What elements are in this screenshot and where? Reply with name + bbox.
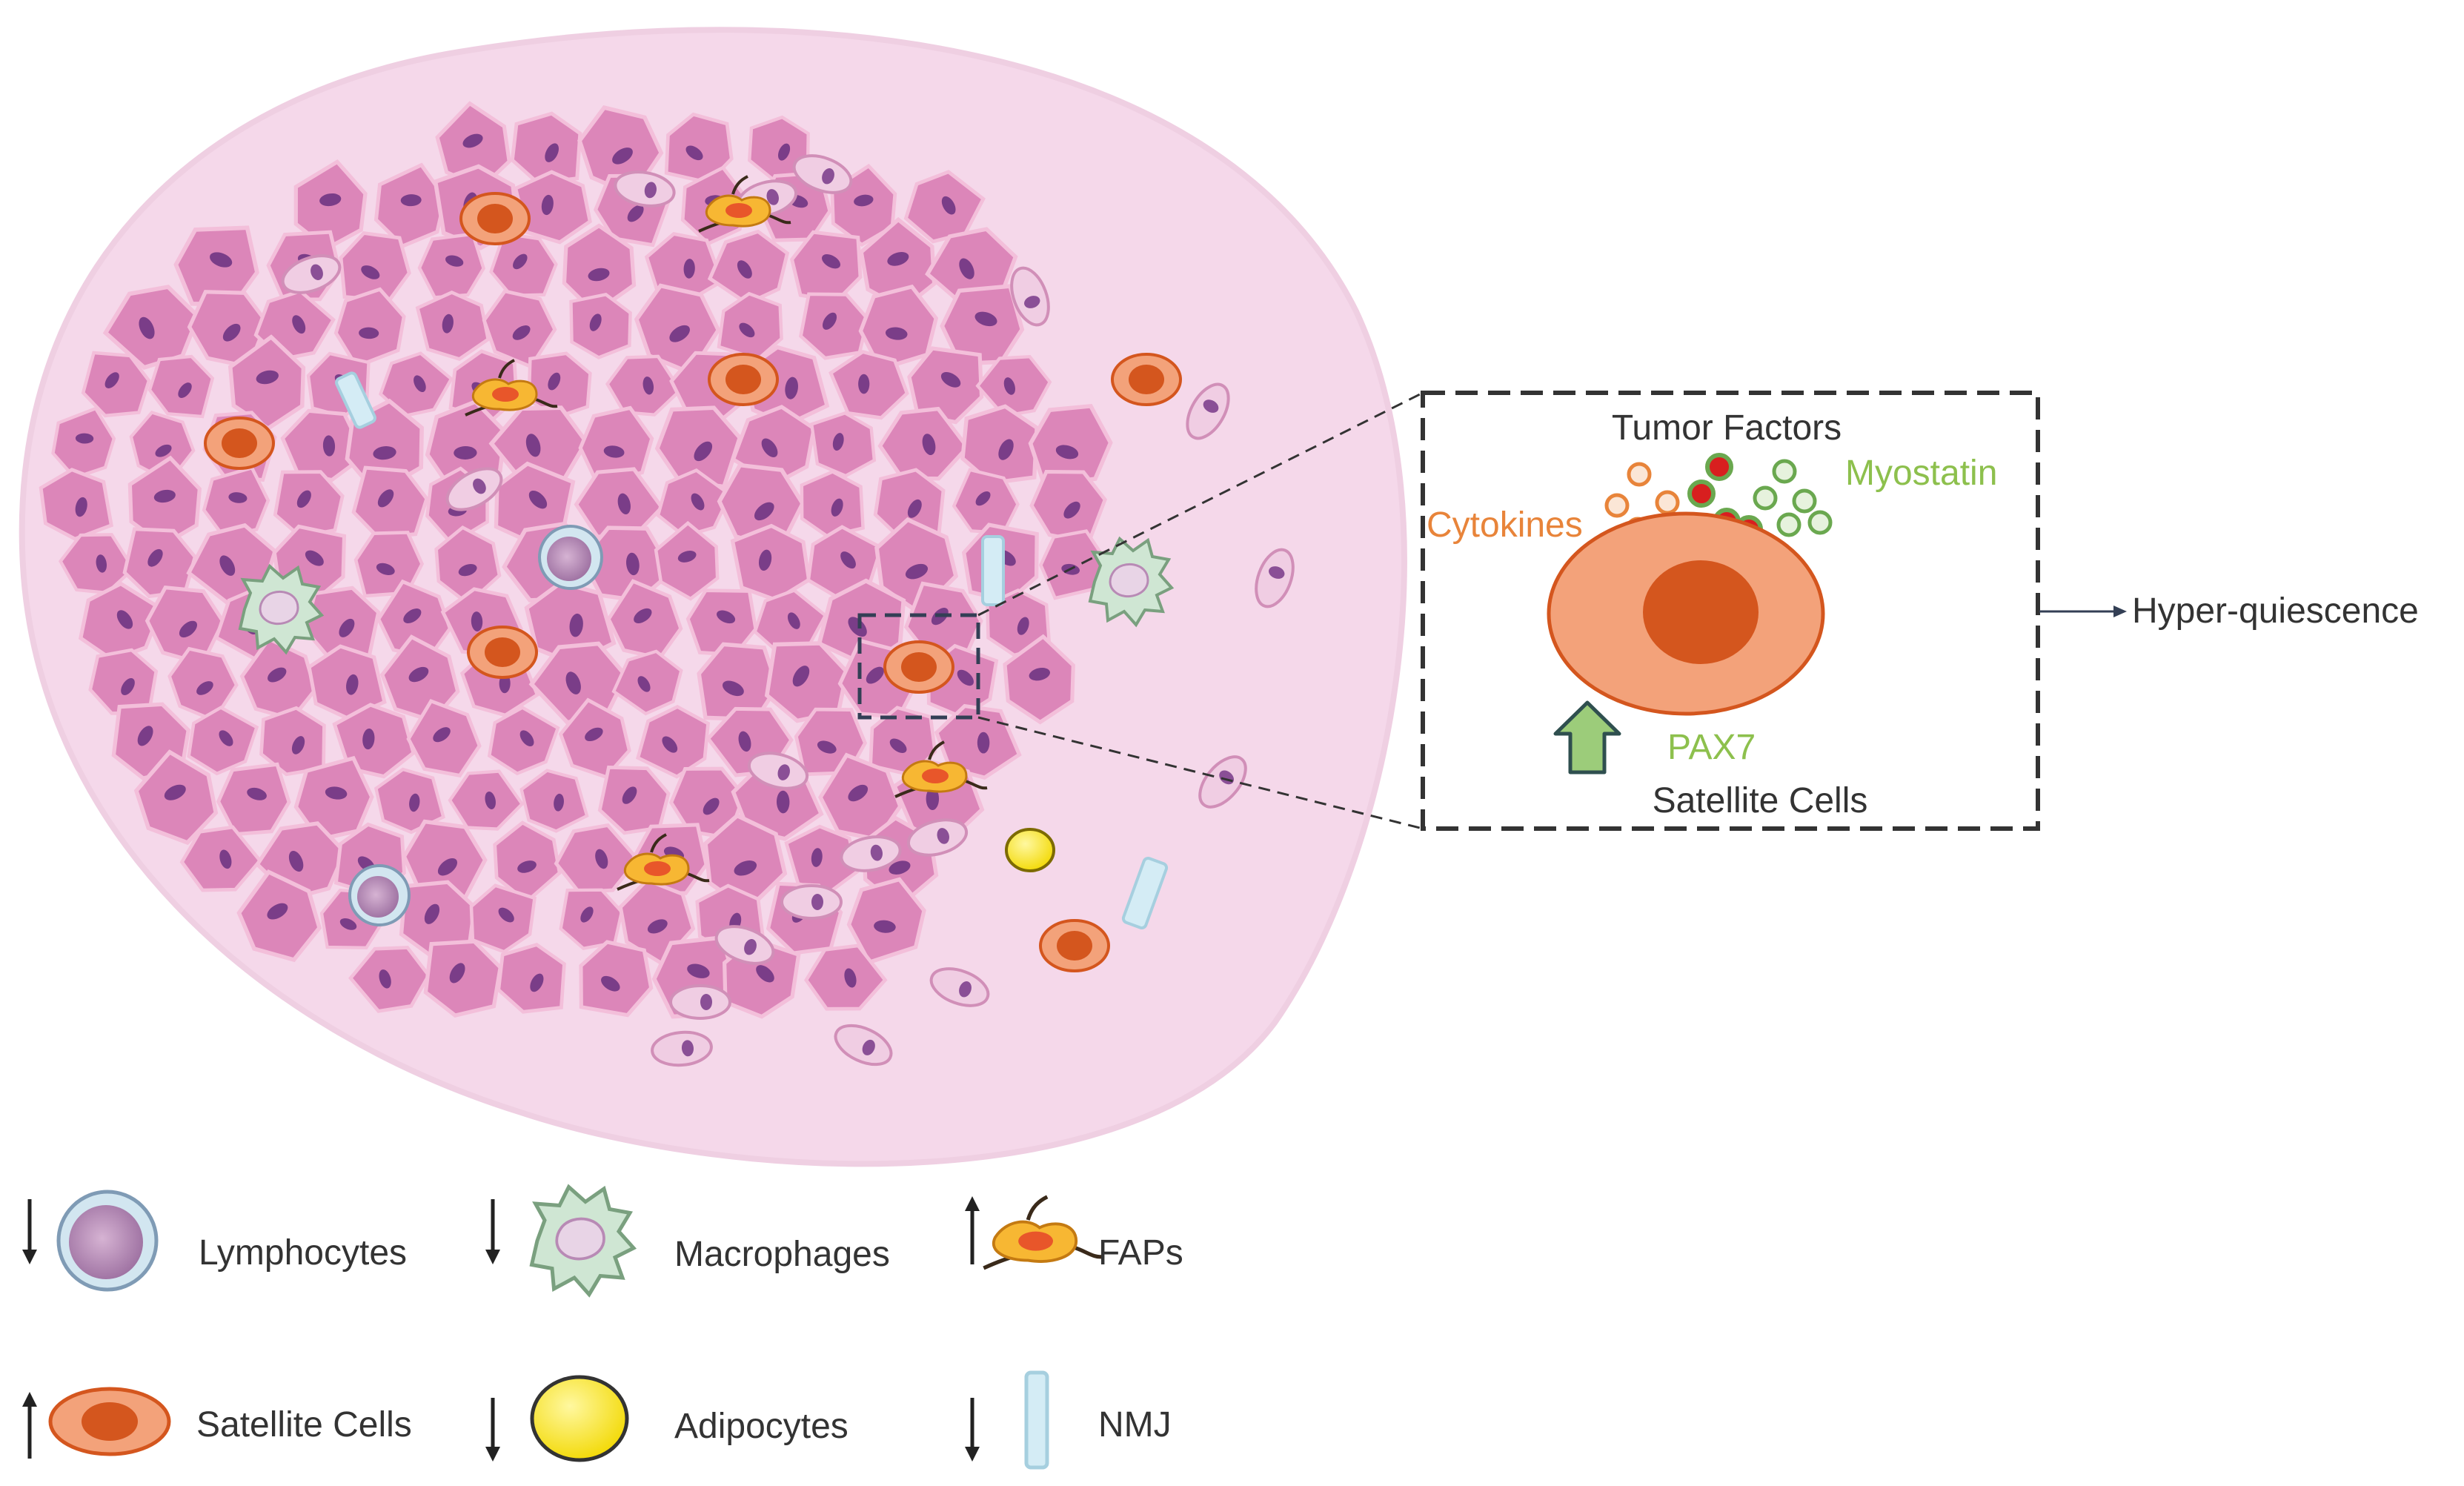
- legend-item-nmj: NMJ: [965, 1373, 1172, 1467]
- legend-item-adipocytes: Adipocytes: [485, 1377, 849, 1462]
- tumor-factors-label: Tumor Factors: [1612, 408, 1842, 448]
- satellite-cell: [461, 193, 529, 244]
- adipocyte-in-tissue: [1006, 829, 1054, 871]
- satellite-cell: [709, 354, 777, 405]
- outcome-arrow-head: [2113, 606, 2127, 617]
- legend-label: Satellite Cells: [196, 1405, 412, 1444]
- up-arrow-icon: [22, 1392, 37, 1459]
- lymphocyte-in-tissue: [539, 526, 602, 588]
- cytokines-label: Cytokines: [1427, 505, 1583, 545]
- small-fiber: [782, 886, 841, 918]
- hyper-quiescence-label: Hyper-quiescence: [2132, 591, 2419, 631]
- pax7-label: PAX7: [1667, 728, 1756, 767]
- adipocyte-icon: [532, 1377, 627, 1460]
- legend-label: Macrophages: [674, 1235, 890, 1274]
- legend-label: Lymphocytes: [199, 1233, 407, 1273]
- inset-satellite-nucleus: [1643, 560, 1759, 664]
- down-arrow-icon: [485, 1398, 500, 1462]
- fap-icon: [983, 1197, 1103, 1268]
- lymphocyte-icon: [59, 1192, 156, 1290]
- lymphocyte-in-tissue: [350, 866, 409, 925]
- satellite-cell: [1040, 921, 1109, 971]
- legend-item-macrophages: Macrophages: [485, 1187, 890, 1295]
- legend-label: FAPs: [1098, 1233, 1183, 1273]
- inset-satellite-cells-label: Satellite Cells: [1653, 781, 1868, 820]
- satellite-cell-inset: Tumor Factors Cytokines Myostatin PAX7 S…: [1423, 393, 2038, 829]
- myostatin-label: Myostatin: [1845, 454, 1997, 493]
- satellite-cell: [468, 627, 537, 677]
- nmj-in-tissue: [983, 537, 1003, 605]
- satellite-cell: [885, 642, 953, 692]
- down-arrow-icon: [965, 1398, 980, 1462]
- legend-label: Adipocytes: [674, 1407, 849, 1446]
- down-arrow-icon: [485, 1199, 500, 1264]
- satellite-cell: [1112, 354, 1180, 405]
- macrophage-icon: [532, 1187, 634, 1295]
- down-arrow-icon: [22, 1199, 37, 1264]
- legend-item-faps: FAPs: [965, 1196, 1183, 1273]
- legend: Lymphocytes Macrophages: [22, 1187, 1183, 1468]
- nmj-icon: [1026, 1373, 1047, 1467]
- legend-label: NMJ: [1098, 1405, 1172, 1444]
- legend-item-lymphocytes: Lymphocytes: [22, 1192, 407, 1290]
- satellite-cell-icon: [50, 1389, 169, 1454]
- satellite-cell: [205, 418, 273, 468]
- up-arrow-icon: [965, 1196, 980, 1264]
- small-fiber: [671, 986, 730, 1018]
- legend-item-satellite-cells: Satellite Cells: [22, 1389, 412, 1459]
